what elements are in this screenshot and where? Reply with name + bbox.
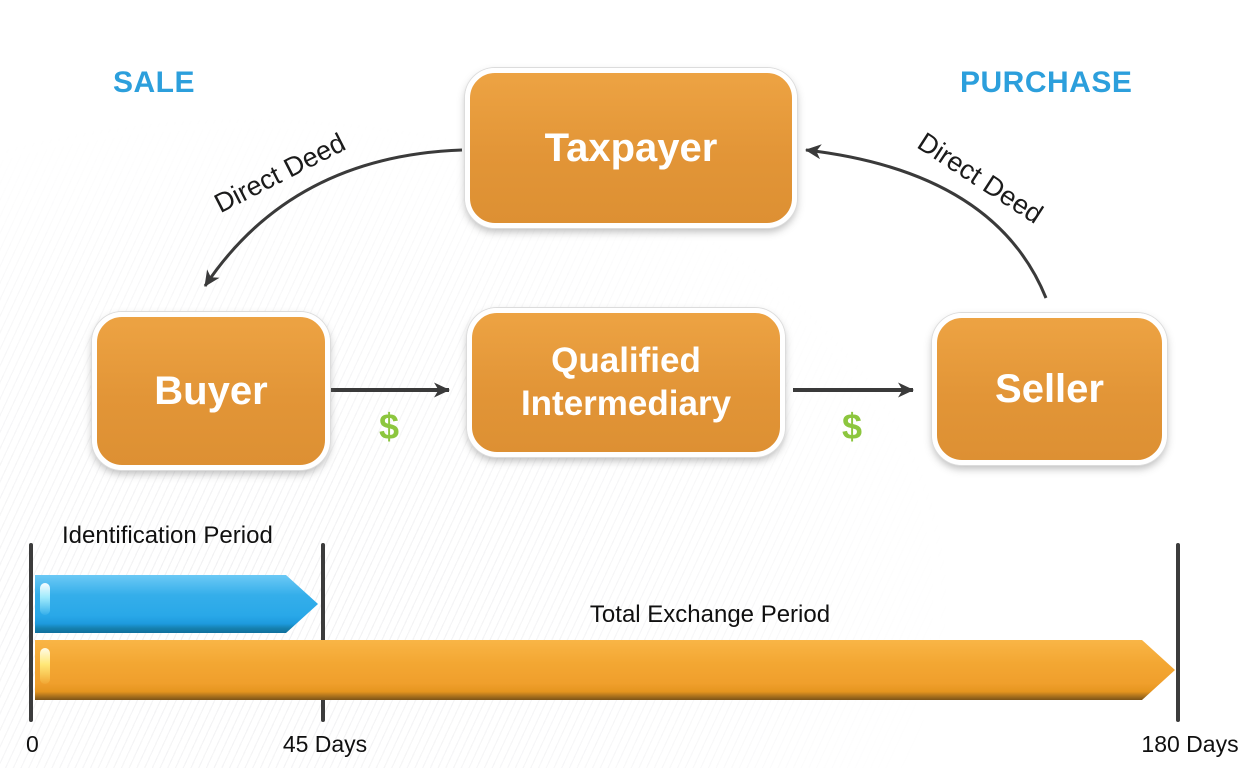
identification-period-bar <box>35 575 318 633</box>
direct-deed-label-right: Direct Deed <box>912 126 1049 230</box>
buyer-node-label: Buyer <box>154 368 268 413</box>
total-exchange-period-caption: Total Exchange Period <box>589 601 831 628</box>
identification-period-caption: Identification Period <box>62 522 273 549</box>
taxpayer-node-label: Taxpayer <box>544 125 718 170</box>
identification-bar-gloss <box>40 583 50 615</box>
direct-deed-label-left: Direct Deed <box>209 127 351 219</box>
deed-arrow-seller-to-taxpayer <box>805 144 1048 299</box>
seller-node: Seller <box>932 313 1167 465</box>
qualified-intermediary-node: Qualified Intermediary <box>467 308 785 457</box>
total-exchange-bar-gloss <box>40 648 50 684</box>
qualified-intermediary-node-label: Qualified Intermediary <box>520 340 732 423</box>
sale-phase-label: SALE <box>113 66 196 99</box>
deed-arrow-taxpayer-to-buyer <box>203 148 463 287</box>
total-exchange-period-bar <box>35 640 1175 700</box>
money-symbol-left: $ <box>378 406 400 447</box>
axis-label-0: 0 <box>26 731 39 757</box>
axis-label-45-days: 45 Days <box>282 731 368 757</box>
buyer-node: Buyer <box>92 312 330 470</box>
timeline-tick-180-days <box>1176 543 1180 722</box>
money-symbol-right: $ <box>841 406 863 447</box>
seller-node-label: Seller <box>995 366 1104 411</box>
timeline-tick-45-days <box>321 543 325 722</box>
purchase-phase-label: PURCHASE <box>960 66 1133 99</box>
axis-label-180-days: 180 Days <box>1141 731 1239 757</box>
timeline-tick-0 <box>29 543 33 722</box>
taxpayer-node: Taxpayer <box>465 68 797 228</box>
